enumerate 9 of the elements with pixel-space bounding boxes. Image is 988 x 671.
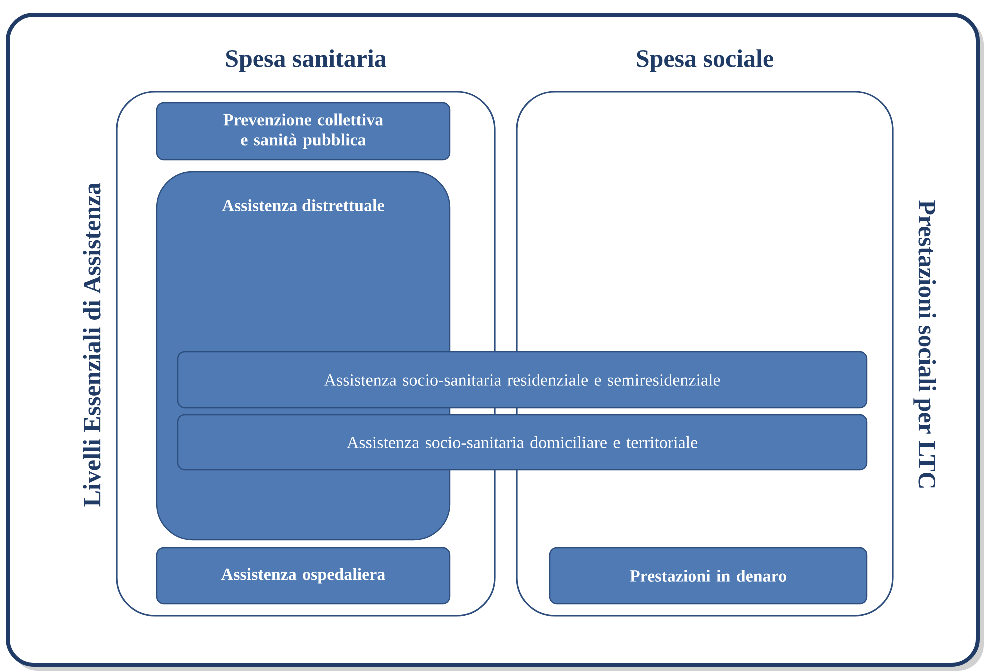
column-heading: Spesa sanitaria — [226, 50, 387, 72]
side-label: Livelli Essenziali di Assistenza — [83, 183, 101, 507]
service-bar: Assistenza socio-sanitaria residenziale e semiresidenziale — [177, 351, 868, 409]
service-box: Assistenza ospedaliera — [156, 547, 451, 605]
service-box: Prevenzione collettiva e sanità pubblica — [156, 102, 451, 161]
service-box: Prestazioni in denaro — [549, 547, 868, 605]
service-bar: Assistenza socio-sanitaria domiciliare e territoriale — [177, 414, 868, 471]
side-label: Prestazioni sociali per LTC — [914, 200, 936, 488]
column-heading: Spesa sociale — [637, 50, 774, 72]
